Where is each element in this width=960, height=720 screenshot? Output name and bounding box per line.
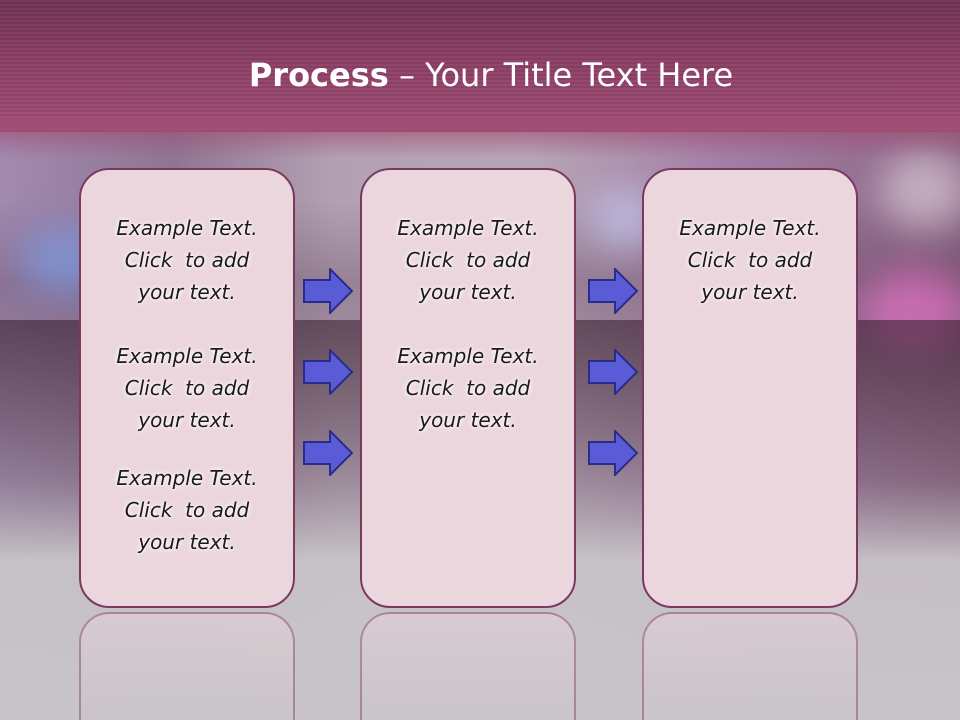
text-line: your text. bbox=[701, 280, 799, 304]
text-line: Click to add bbox=[124, 376, 250, 400]
right-arrow-icon[interactable] bbox=[303, 268, 353, 314]
text-line: your text. bbox=[138, 280, 236, 304]
right-arrow-icon[interactable] bbox=[588, 349, 638, 395]
text-line: your text. bbox=[138, 408, 236, 432]
process-step-1-panel[interactable]: Example Text. Click to add your text. Ex… bbox=[79, 168, 295, 608]
text-line: Click to add bbox=[124, 248, 250, 272]
slide-title-bold: Process bbox=[248, 56, 389, 94]
text-line: your text. bbox=[419, 280, 517, 304]
title-bar bbox=[0, 0, 960, 132]
process-step-3-panel[interactable]: Example Text. Click to add your text. bbox=[642, 168, 858, 608]
text-line: Click to add bbox=[405, 376, 531, 400]
text-line: Example Text. bbox=[116, 466, 258, 490]
title-bar-fade bbox=[0, 118, 960, 158]
step-2-text-1[interactable]: Example Text. Click to add your text. bbox=[362, 212, 574, 308]
process-step-2-panel[interactable]: Example Text. Click to add your text. Ex… bbox=[360, 168, 576, 608]
right-arrow-icon[interactable] bbox=[303, 349, 353, 395]
text-line: Example Text. bbox=[116, 216, 258, 240]
step-1-text-1[interactable]: Example Text. Click to add your text. bbox=[81, 212, 293, 308]
right-arrow-icon[interactable] bbox=[588, 268, 638, 314]
text-line: Example Text. bbox=[397, 216, 539, 240]
process-step-3-reflection bbox=[642, 612, 858, 720]
slide-title-rest: – Your Title Text Here bbox=[388, 56, 734, 94]
slide-title[interactable]: Process – Your Title Text Here bbox=[0, 52, 960, 98]
step-2-text-2[interactable]: Example Text. Click to add your text. bbox=[362, 340, 574, 436]
text-line: your text. bbox=[419, 408, 517, 432]
right-arrow-icon[interactable] bbox=[303, 430, 353, 476]
process-step-1-reflection bbox=[79, 612, 295, 720]
text-line: Click to add bbox=[405, 248, 531, 272]
text-line: Example Text. bbox=[679, 216, 821, 240]
text-line: Example Text. bbox=[397, 344, 539, 368]
text-line: Example Text. bbox=[116, 344, 258, 368]
step-1-text-3[interactable]: Example Text. Click to add your text. bbox=[81, 462, 293, 558]
text-line: Click to add bbox=[124, 498, 250, 522]
step-3-text-1[interactable]: Example Text. Click to add your text. bbox=[644, 212, 856, 308]
right-arrow-icon[interactable] bbox=[588, 430, 638, 476]
stage-light-right-white bbox=[880, 150, 960, 230]
step-1-text-2[interactable]: Example Text. Click to add your text. bbox=[81, 340, 293, 436]
process-step-2-reflection bbox=[360, 612, 576, 720]
text-line: your text. bbox=[138, 530, 236, 554]
text-line: Click to add bbox=[687, 248, 813, 272]
